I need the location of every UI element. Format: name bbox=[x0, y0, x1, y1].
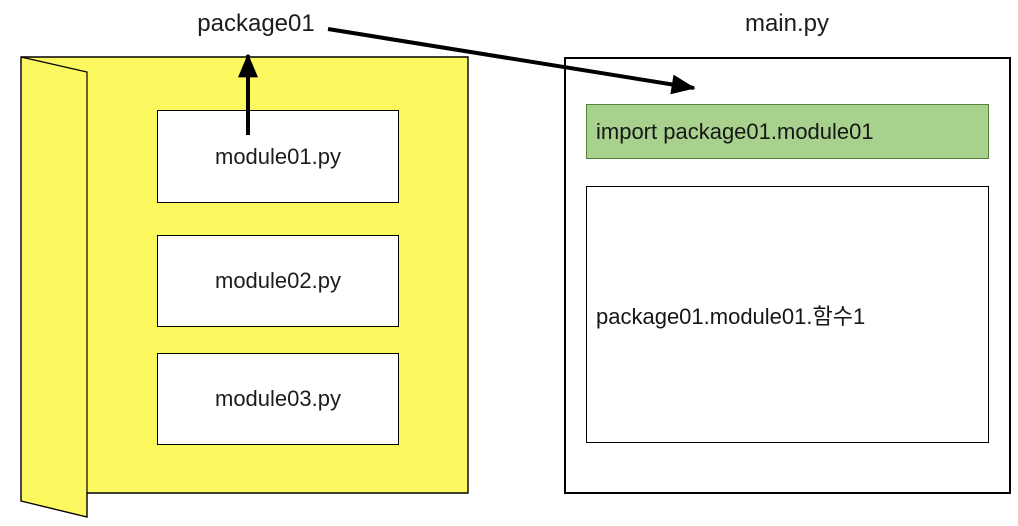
function-call-box: package01.module01.함수1 bbox=[586, 186, 989, 443]
module03-box: module03.py bbox=[157, 353, 399, 445]
module02-label: module02.py bbox=[215, 268, 341, 293]
package-title: package01 bbox=[197, 10, 315, 37]
import-statement-box: import package01.module01 bbox=[586, 104, 989, 159]
module01-label: module01.py bbox=[215, 143, 341, 169]
import-statement-text: import package01.module01 bbox=[596, 118, 874, 144]
folder-fold-line bbox=[20, 56, 88, 493]
main-file-title: main.py bbox=[744, 10, 830, 37]
module01-box: module01.py bbox=[157, 110, 399, 203]
function-call-text: package01.module01.함수1 bbox=[596, 303, 866, 329]
module03-label: module03.py bbox=[215, 386, 341, 411]
module02-box: module02.py bbox=[157, 235, 399, 327]
